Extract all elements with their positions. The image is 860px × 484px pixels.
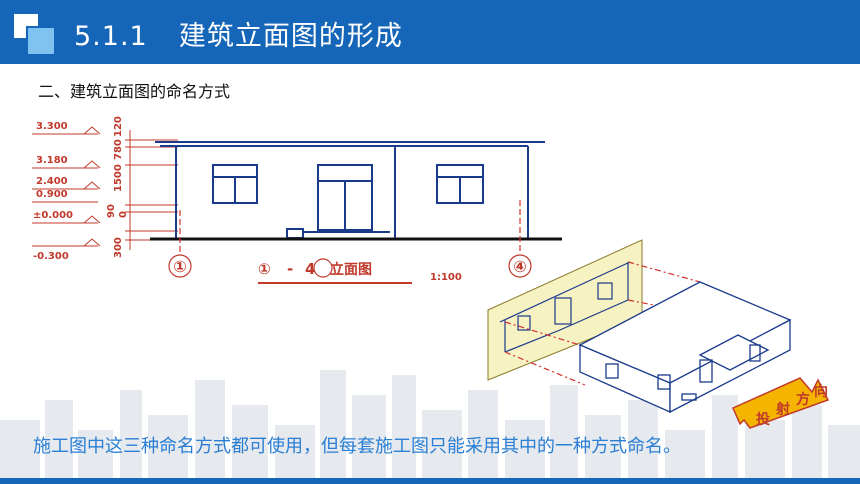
direction-char: 投 — [756, 412, 770, 428]
elevation-name: ① - 4 立面图 — [258, 258, 412, 284]
city-skyline-background — [0, 370, 860, 484]
name-suffix: 立面图 — [330, 261, 372, 278]
projection-illustration: 投 射 方 向 — [487, 239, 830, 429]
name-right: 4 — [305, 260, 315, 278]
bottom-bar — [0, 478, 860, 484]
title-text: 建筑立面图的形成 — [178, 21, 403, 52]
direction-char: 向 — [814, 383, 828, 400]
level-marks: 3.300 3.180 2.400 0.900 ±0.000 -0.300 — [33, 121, 73, 262]
subtitle: 二、建筑立面图的命名方式 — [38, 82, 231, 101]
level-label: -0.300 — [33, 251, 69, 262]
section-number: 5.1.1 — [74, 21, 148, 52]
dimension-label: 90 — [106, 204, 117, 218]
level-label: 3.180 — [36, 155, 68, 166]
dimension-label: 300 — [113, 237, 124, 258]
building-elevation — [155, 141, 545, 239]
scale-label: 1:100 — [430, 272, 462, 283]
header-bar: 5.1.1 建筑立面图的形成 — [0, 0, 860, 64]
name-dash: - — [287, 260, 293, 278]
dimension-label: 780 — [113, 139, 124, 160]
dimension-label: 0 — [118, 211, 129, 218]
direction-char: 射 — [775, 401, 790, 418]
axis-label-left: ① — [173, 257, 187, 276]
axis-label-right: ④ — [513, 257, 527, 276]
direction-char: 方 — [796, 391, 810, 408]
level-label: 3.300 — [36, 121, 68, 132]
caption: 施工图中这三种命名方式都可使用，但每套施工图只能采用其中的一种方式命名。 — [33, 436, 681, 457]
logo-icon — [14, 14, 56, 56]
level-label: 0.900 — [36, 189, 68, 200]
dimension-label: 1500 — [113, 164, 124, 192]
elevation-drawing: 3.300 3.180 2.400 0.900 ±0.000 -0.300 12… — [32, 116, 830, 429]
level-label: 2.400 — [36, 176, 68, 187]
name-left: ① — [258, 260, 271, 278]
dimension-label: 120 — [113, 116, 124, 137]
level-label: ±0.000 — [33, 210, 73, 221]
slide-title: 5.1.1 建筑立面图的形成 — [74, 14, 403, 53]
